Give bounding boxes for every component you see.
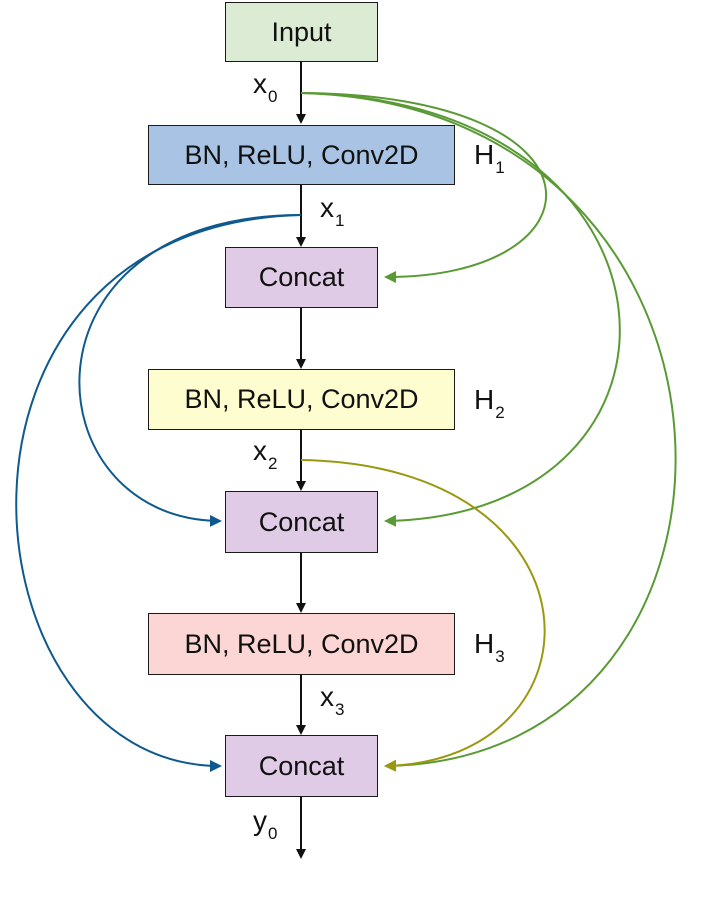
concat3-node-label: Concat: [258, 750, 345, 781]
edge-label-x2: x2: [253, 435, 278, 473]
skip-edges-x1: [15, 214, 302, 772]
skip-edges-x0: [300, 92, 677, 772]
input-node-label: Input: [271, 16, 332, 47]
concat1-node-label: Concat: [258, 262, 345, 292]
skip-x1-to-concat2: [78, 214, 302, 527]
layer3-node-label: BN, ReLU, Conv2D: [184, 628, 419, 659]
layer-label-h2: H2: [474, 384, 505, 422]
skip-edges-x2: [300, 459, 546, 772]
edge-label-x0: x0: [253, 68, 278, 106]
skip-x0-to-concat3: [300, 92, 677, 772]
concat2-node: Concat: [225, 491, 378, 553]
concat2-node-label: Concat: [258, 506, 345, 537]
layer2-node: BN, ReLU, Conv2D: [148, 369, 455, 430]
concat3-node: Concat: [225, 735, 378, 797]
edge-label-y0: y0: [253, 805, 278, 843]
edge-label-x3: x3: [320, 681, 345, 719]
edge-label-x1: x1: [320, 192, 345, 230]
layer-label-h3: H3: [474, 628, 505, 666]
layer1-node-label: BN, ReLU, Conv2D: [184, 139, 419, 170]
concat1-node: Concat: [225, 247, 378, 308]
layer1-node: BN, ReLU, Conv2D: [148, 125, 455, 185]
layer-label-h1: H1: [474, 139, 505, 177]
skip-x0-to-concat1: [300, 92, 547, 284]
layer3-node: BN, ReLU, Conv2D: [148, 613, 455, 675]
skip-x1-to-concat3: [15, 214, 302, 772]
layer2-node-label: BN, ReLU, Conv2D: [184, 384, 419, 414]
skip-x2-to-concat3: [300, 459, 546, 772]
input-node: Input: [225, 2, 378, 62]
skip-x0-to-concat2: [300, 92, 621, 527]
